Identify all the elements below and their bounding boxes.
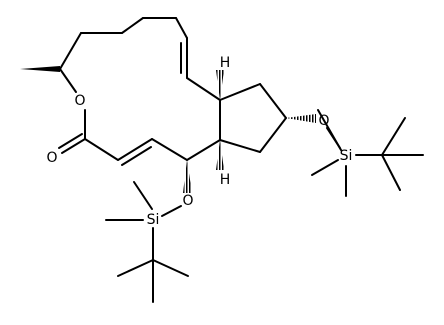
ring-bond	[259, 117, 287, 153]
ring-bond	[219, 83, 261, 101]
carbonyl-double-bond	[61, 138, 86, 154]
ring-oxygen-label: O	[74, 93, 85, 109]
ring-bond	[84, 138, 119, 161]
ring-bond	[59, 32, 82, 70]
tbu-methyl-bond	[381, 154, 401, 191]
tbu-methyl-bond	[381, 117, 406, 156]
hashed-bond-left-oxygen	[183, 160, 192, 193]
left-tbs-group	[105, 181, 189, 303]
enoate-double-bond	[117, 138, 153, 161]
right-ether-oxygen-label: O	[318, 113, 329, 129]
ring-bond	[186, 139, 221, 161]
left-ether-oxygen-label: O	[182, 193, 193, 209]
ring-bond	[219, 139, 261, 153]
si-methyl-bond	[133, 181, 153, 210]
hashed-bond-right-oxygen	[286, 114, 316, 123]
bottom-stereo-hydrogen-label: H	[220, 172, 231, 188]
left-silicon-label: Si	[147, 212, 160, 228]
right-tbs-group	[311, 109, 424, 197]
top-stereo-hydrogen-label: H	[220, 55, 231, 71]
carbonyl-double-bond-inner	[58, 133, 83, 149]
ring-bond	[121, 17, 144, 34]
carbonyl-oxygen-label: O	[46, 150, 57, 166]
tbu-methyl-bond	[152, 259, 189, 277]
atom-labels: O O O Si O Si H H	[46, 55, 352, 228]
cyclopentane-ring	[216, 70, 316, 170]
hashed-bond-bottom-hydrogen	[216, 140, 224, 170]
right-silicon-label: Si	[340, 148, 353, 164]
enoate-double-bond-inner	[121, 146, 152, 166]
ring-bond	[175, 17, 188, 39]
o-si-bond	[161, 205, 182, 217]
ring-bond	[186, 77, 221, 101]
macrolactone-ring	[20, 17, 221, 193]
hashed-bond-top-hydrogen	[216, 70, 224, 100]
ring-bond	[151, 138, 188, 161]
ring-bond	[259, 83, 287, 119]
si-methyl-bond	[311, 159, 339, 176]
ring-bond	[59, 68, 77, 93]
tbu-methyl-bond	[117, 259, 154, 277]
si-methyl-bond	[317, 109, 342, 151]
methyl-wedge-bond	[20, 66, 60, 72]
